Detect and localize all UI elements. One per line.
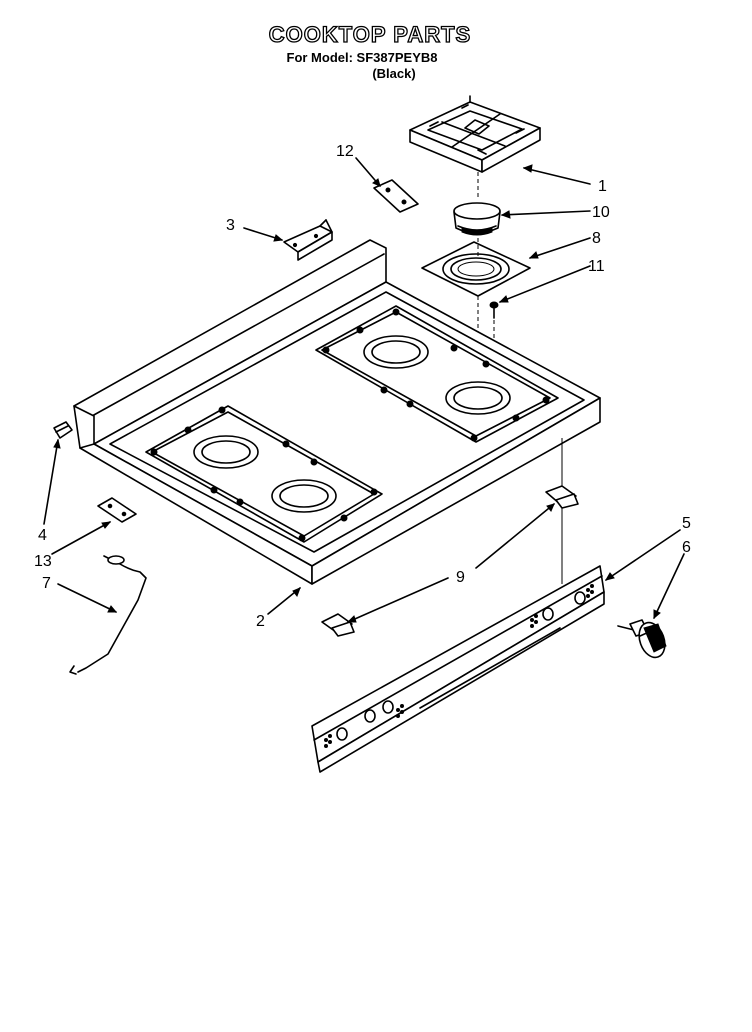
side-clip-4: [53, 421, 73, 439]
panel-markings: [324, 584, 594, 748]
top-bracket-12: [373, 179, 419, 213]
burner-rear-left: [271, 479, 337, 513]
callout-8: 8: [592, 230, 601, 247]
burner-rear-right: [363, 335, 429, 369]
bracket-13: [97, 497, 137, 523]
control-knob-holes: [336, 591, 586, 741]
model-number: For Model: SF387PEYB8: [287, 50, 438, 65]
clip-9-lower: [321, 613, 355, 637]
callout-4: 4: [38, 527, 47, 544]
clip-9-upper: [545, 485, 579, 509]
callout-7: 7: [42, 575, 51, 592]
color-variant: (Black): [372, 66, 415, 81]
burner-trim-ring: [421, 241, 531, 297]
burner-cap: [453, 202, 501, 236]
callout-3: 3: [226, 217, 235, 234]
callout-10: 10: [592, 204, 610, 221]
burner-screw: [489, 301, 499, 319]
callout-1: 1: [598, 178, 607, 195]
control-knob: [617, 619, 667, 659]
callout-2: 2: [256, 613, 265, 630]
callout-5: 5: [682, 515, 691, 532]
callout-6: 6: [682, 539, 691, 556]
callout-9: 9: [456, 569, 465, 586]
main-cooktop: [73, 239, 601, 585]
callout-labels: 1 10 8 11 12 3 4 13 7 2 9 5 6: [34, 143, 691, 630]
burner-front-right: [445, 381, 511, 415]
callout-leaders: [43, 157, 685, 623]
burner-grate: [409, 95, 541, 173]
callout-12: 12: [336, 143, 354, 160]
burner-front-left: [193, 435, 259, 469]
igniter-wire-7: [69, 555, 147, 675]
callout-11: 11: [588, 258, 605, 275]
diagram-title: COOKTOP PARTS: [269, 22, 471, 47]
hinge-bracket-3: [283, 219, 333, 261]
callout-13: 13: [34, 553, 52, 570]
mounting-screws: [150, 308, 550, 542]
control-panel: [311, 565, 605, 773]
